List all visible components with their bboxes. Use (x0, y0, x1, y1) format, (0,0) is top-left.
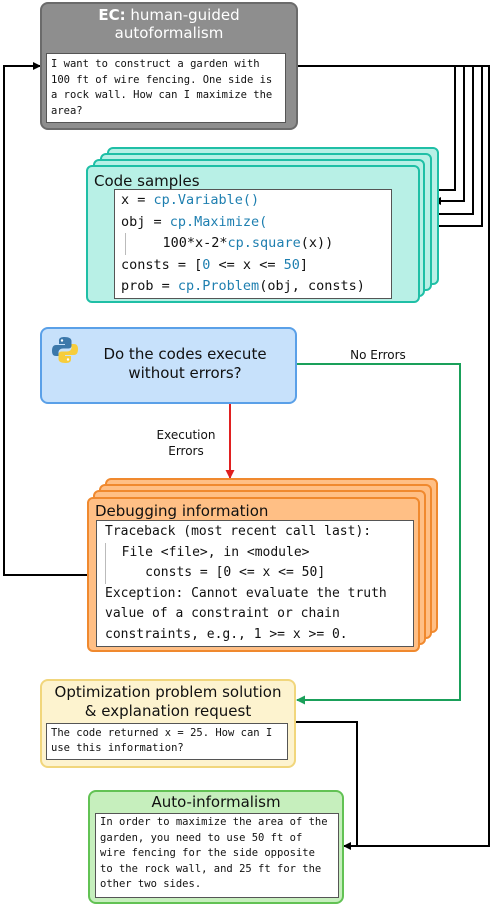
code-token: (x)) (300, 235, 334, 252)
ec-prompt-line: I want to construct a garden with (51, 58, 260, 70)
code-token: 50 (283, 256, 300, 273)
code-token: obj = (121, 213, 170, 230)
code-line: 100*x-2*cp.square(x)) (125, 233, 385, 255)
python-logo-icon (52, 337, 78, 363)
optimization-line: use this information? (51, 742, 184, 754)
optimization-line: The code returned x = 25. How can I (51, 727, 273, 739)
code-token: cp.Problem (177, 278, 260, 295)
auto-line: other two sides. (100, 878, 202, 890)
ec-title: EC: human-guided autoformalism (40, 6, 298, 42)
execution-label-line: Execution (156, 428, 216, 442)
auto-informalism-title: Auto-informalism (151, 793, 281, 811)
ec-title-bold: EC: (98, 6, 126, 24)
traceback-line: Traceback (most recent call last): (105, 524, 372, 539)
ec-prompt-line: 100 ft of wire fencing. One side is (51, 73, 273, 86)
code-token: ] (299, 256, 308, 273)
ec-prompt-text: I want to construct a garden with 100 ft … (46, 53, 286, 123)
traceback-line: File <file>, in <module> (105, 542, 405, 564)
ec-title-line2: autoformalism (114, 24, 224, 42)
python-check-box (40, 327, 297, 404)
code-token: consts = [ (121, 256, 203, 273)
code-token: cp.square (227, 235, 301, 252)
code-token: x = (121, 192, 154, 208)
errors-label-line: Errors (168, 444, 204, 458)
python-question-line: without errors? (128, 364, 242, 382)
code-token: 100*x-2* (162, 235, 228, 252)
auto-line: to the rock wall, and 25 ft for the (100, 862, 322, 875)
code-samples-title: Code samples (94, 172, 200, 190)
debug-traceback: Traceback (most recent call last): File … (96, 520, 414, 647)
code-line: obj = cp.Maximize( (121, 212, 385, 234)
auto-informalism-text: In order to maximize the area of the gard… (95, 813, 339, 898)
code-token: prob = (121, 278, 178, 295)
code-line: x = cp.Variable() (121, 190, 385, 212)
traceback-line: value of a constraint or chain (105, 606, 340, 622)
auto-line: wire fencing for the side opposite (100, 847, 315, 859)
no-errors-label: No Errors (350, 348, 406, 362)
auto-line: In order to maximize the area of the (100, 816, 328, 828)
traceback-line: consts = [0 <= x <= 50] (105, 563, 405, 584)
optimization-title: Optimization problem solution & explanat… (40, 683, 296, 721)
python-question: Do the codes execute without errors? (80, 345, 290, 383)
auto-line: garden, you need to use 50 ft of (100, 831, 303, 844)
traceback-line: constraints, e.g., 1 >= x >= 0. (105, 626, 348, 642)
code-token: 0 (202, 256, 211, 273)
code-line: consts = [0 <= x <= 50] (121, 255, 385, 277)
traceback-line: Exception: Cannot evaluate the truth (105, 585, 387, 601)
ec-to-auto-arrow (343, 65, 490, 850)
opt-to-auto-arrow (296, 721, 358, 846)
code-token: cp.Maximize( (169, 213, 268, 230)
no-errors-arrow (296, 363, 461, 705)
code-block: x = cp.Variable()obj = cp.Maximize( 100*… (114, 189, 392, 299)
execution-errors-label: Execution Errors (146, 427, 226, 459)
code-token: cp.Variable() (153, 192, 260, 208)
ec-prompt-line: area? (51, 104, 83, 117)
optimization-title-line: & explanation request (84, 702, 252, 720)
optimization-text: The code returned x = 25. How can I use t… (46, 723, 288, 760)
ec-prompt-line: a rock wall. How can I maximize the (51, 89, 273, 101)
ec-title-rest: human-guided (125, 6, 240, 24)
code-token: (obj, consts) (259, 278, 365, 295)
code-line: prob = cp.Problem(obj, consts) (121, 276, 385, 298)
python-question-line: Do the codes execute (103, 345, 267, 363)
code-token: <= x <= (210, 256, 284, 273)
debug-title: Debugging information (95, 502, 269, 520)
debug-to-ec-arrow (3, 62, 87, 576)
optimization-title-line: Optimization problem solution (54, 683, 282, 701)
